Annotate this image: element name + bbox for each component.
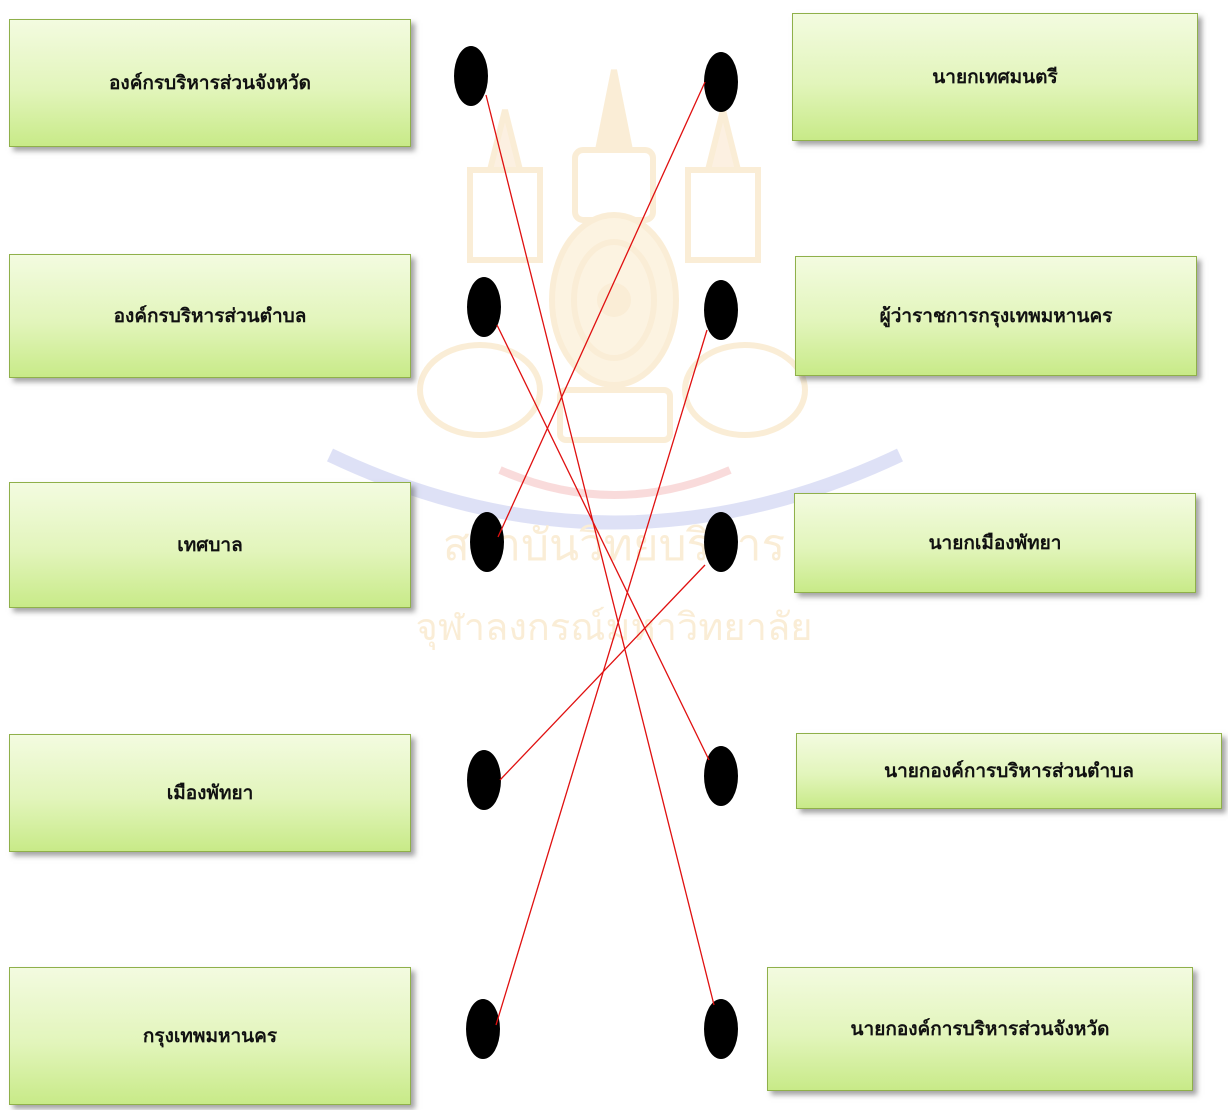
right-item-2: ผู้ว่าราชการกรุงเทพมหานคร — [795, 256, 1197, 376]
watermark-line-1: จุฬาลงกรณ์มหาวิทยาลัย — [415, 605, 812, 650]
left-item-2: องค์กรบริหารส่วนตำบล — [9, 254, 411, 378]
left-item-5: กรุงเทพมหานคร — [9, 967, 411, 1105]
left-item-5-label: กรุงเทพมหานคร — [142, 1025, 278, 1047]
match-dot-L1[interactable] — [454, 46, 488, 106]
left-item-3: เทศบาล — [9, 482, 411, 608]
match-dot-R5[interactable] — [704, 999, 738, 1059]
right-item-3-label: นายกเมืองพัทยา — [928, 532, 1062, 554]
left-item-1-label: องค์กรบริหารส่วนจังหวัด — [109, 72, 311, 94]
match-dot-L3[interactable] — [470, 512, 504, 572]
match-dot-L2[interactable] — [467, 277, 501, 337]
match-dot-R2[interactable] — [704, 280, 738, 340]
right-item-1: นายกเทศมนตรี — [792, 13, 1198, 141]
connector-line-L5-R2 — [495, 329, 708, 1026]
right-item-1-label: นายกเทศมนตรี — [932, 66, 1058, 88]
left-item-4: เมืองพัทยา — [9, 734, 411, 852]
right-item-2-label: ผู้ว่าราชการกรุงเทพมหานคร — [879, 305, 1113, 327]
match-dot-L4[interactable] — [467, 750, 501, 810]
right-item-5-label: นายกองค์การบริหารส่วนจังหวัด — [850, 1018, 1110, 1040]
match-dot-R4[interactable] — [704, 746, 738, 806]
right-item-5: นายกองค์การบริหารส่วนจังหวัด — [767, 967, 1193, 1091]
connector-line-L2-R4 — [496, 324, 710, 761]
match-dot-L5[interactable] — [466, 999, 500, 1059]
left-item-4-label: เมืองพัทยา — [166, 782, 254, 804]
match-dot-R1[interactable] — [704, 52, 738, 112]
right-item-4: นายกองค์การบริหารส่วนตำบล — [796, 733, 1222, 809]
left-item-2-label: องค์กรบริหารส่วนตำบล — [113, 305, 307, 327]
connector-line-L3-R1 — [497, 81, 706, 538]
match-dot-R3[interactable] — [704, 512, 738, 572]
connector-line-L1-R5 — [485, 94, 715, 1006]
right-item-3: นายกเมืองพัทยา — [794, 493, 1196, 593]
left-item-1: องค์กรบริหารส่วนจังหวัด — [9, 19, 411, 147]
right-item-4-label: นายกองค์การบริหารส่วนตำบล — [884, 760, 1134, 782]
left-item-3-label: เทศบาล — [177, 534, 243, 556]
